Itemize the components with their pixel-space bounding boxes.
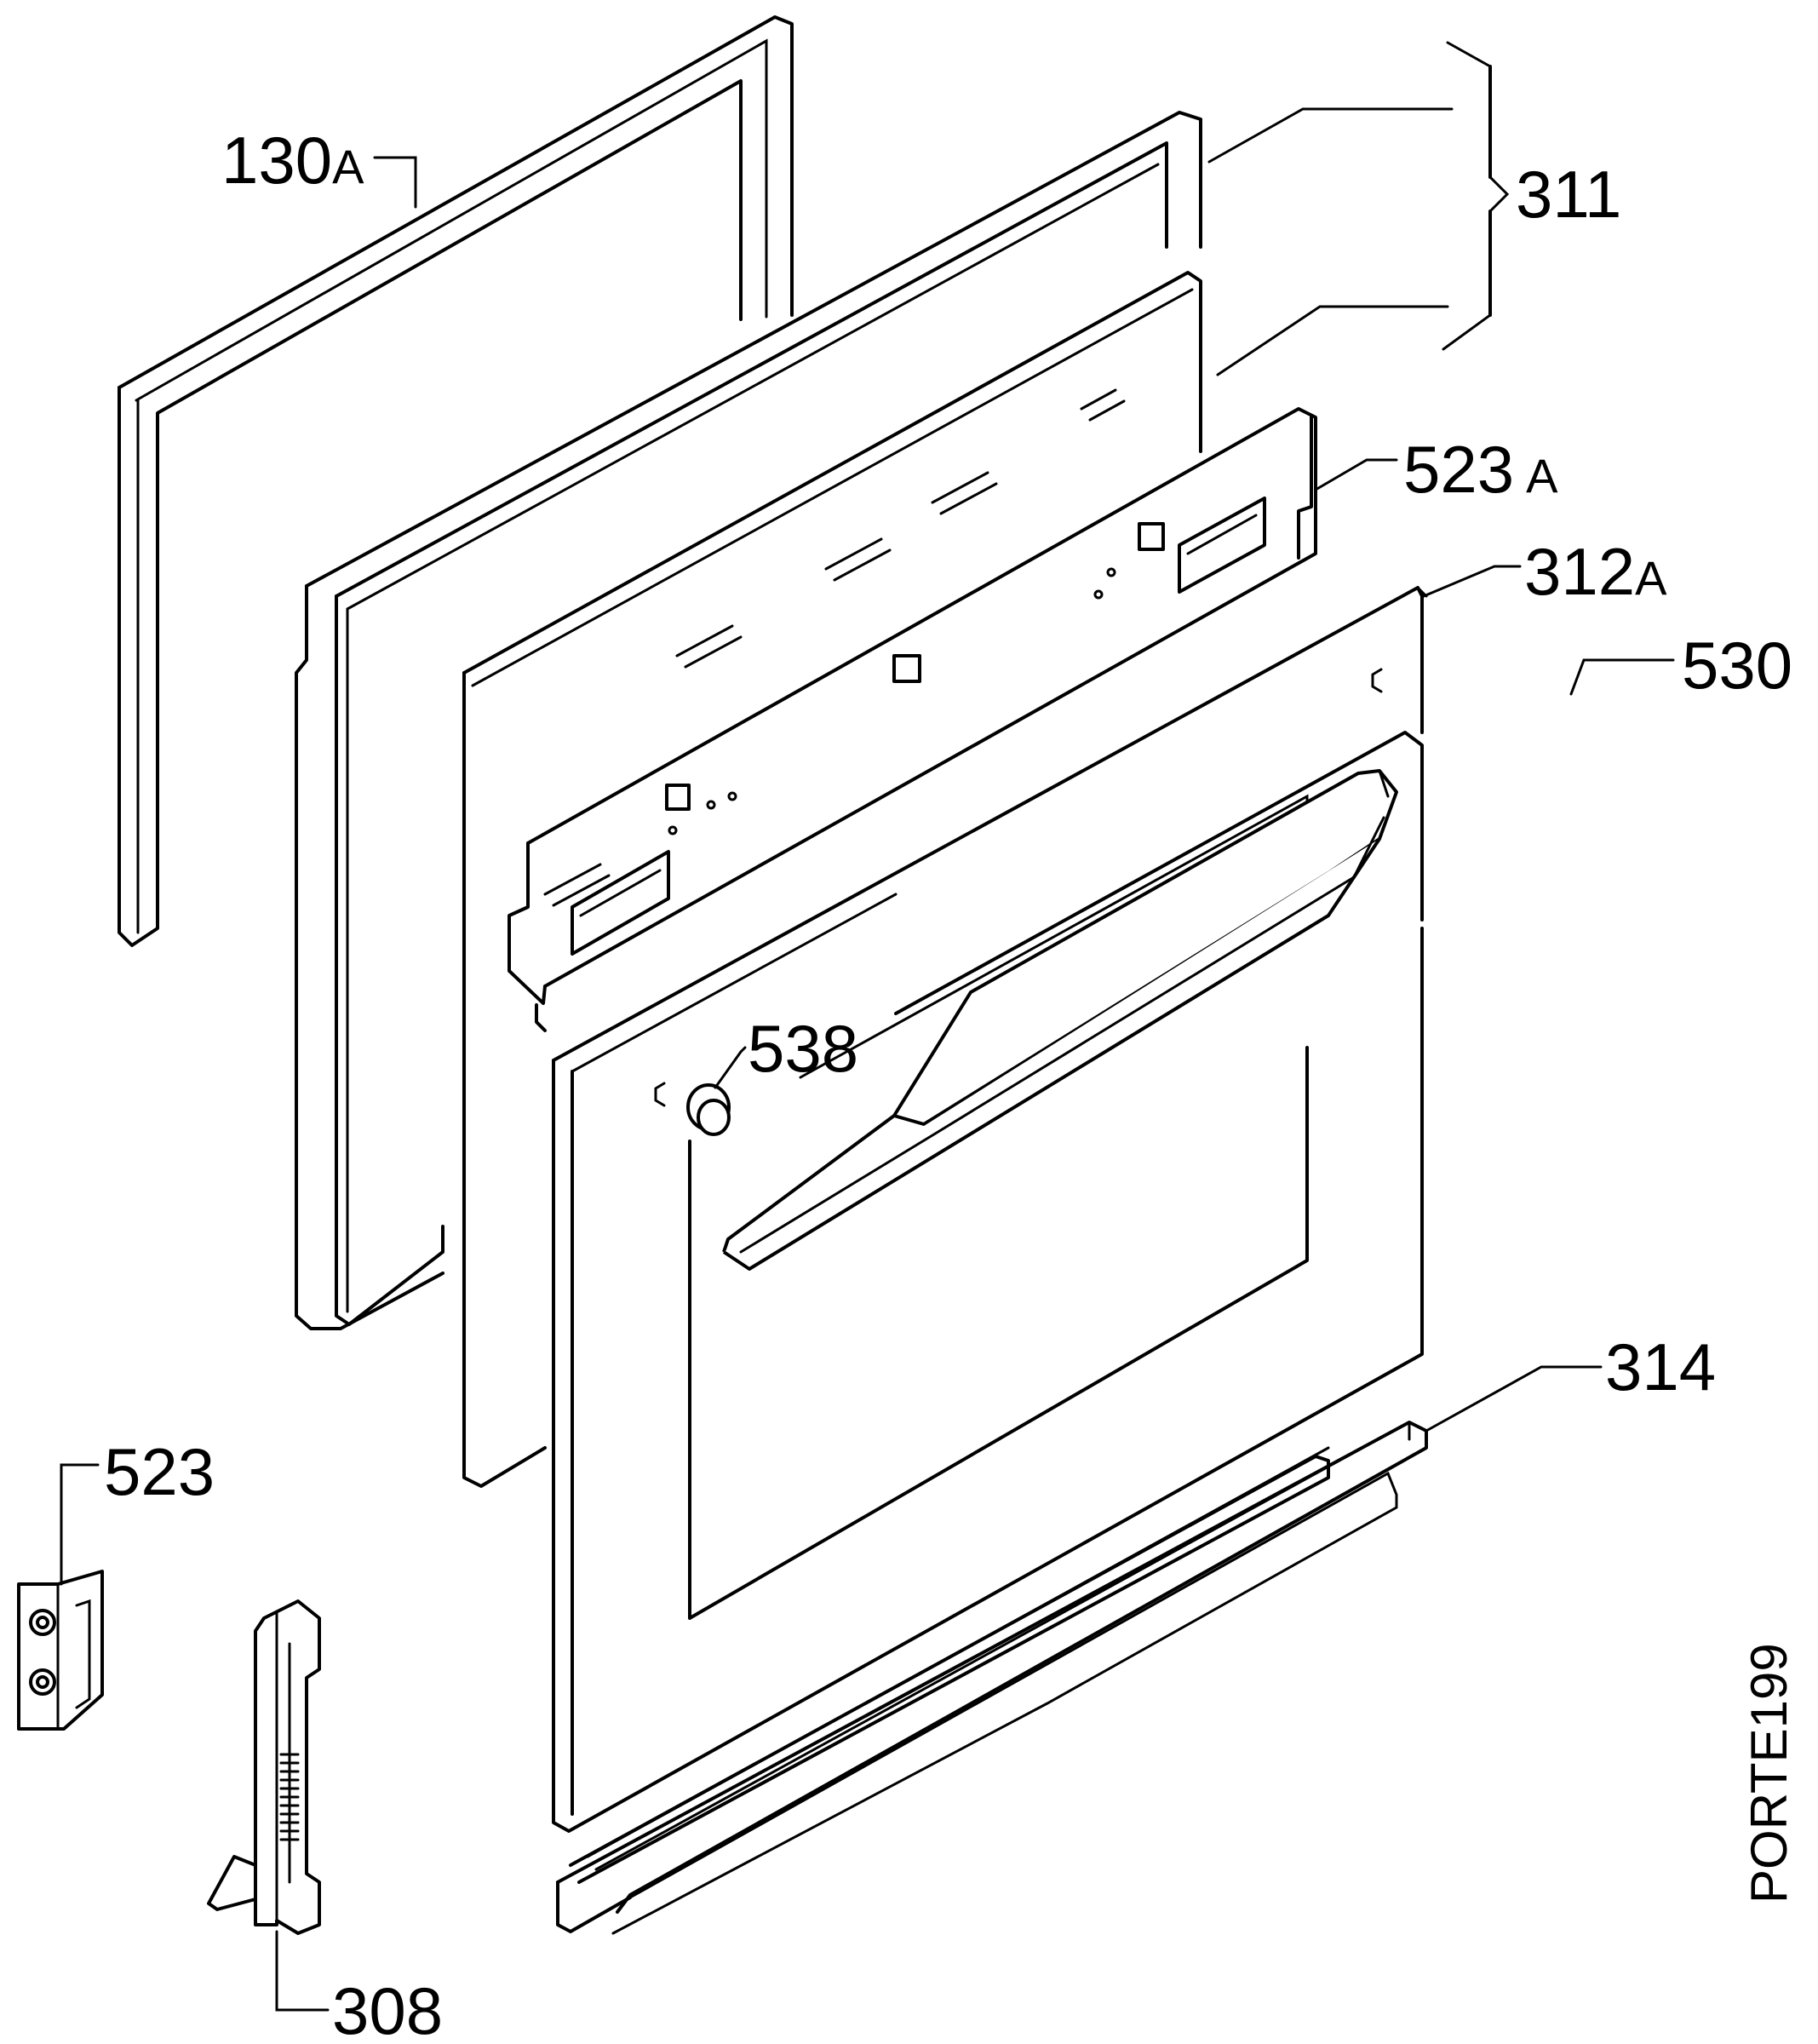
label-308: 308 [332, 1973, 443, 2044]
door-seal-130a [118, 15, 794, 947]
glass-panel-311 [462, 271, 1202, 1488]
label-130a: 130A [221, 123, 364, 198]
bracket-523a [508, 407, 1317, 1032]
label-311: 311 [1516, 157, 1621, 232]
pin-538 [686, 1083, 731, 1136]
inner-frame-311 [295, 111, 1202, 1330]
leader-lines [60, 41, 1675, 2012]
lower-rail-314 [556, 1421, 1428, 1935]
label-538: 538 [748, 1011, 858, 1086]
label-312a: 312A [1524, 534, 1667, 609]
hinge-bracket-523 [17, 1570, 104, 1731]
outer-door-312a [552, 586, 1428, 1833]
drawing-code: PORTE199 [1741, 1643, 1798, 1903]
label-530: 530 [1682, 628, 1792, 703]
hinge-308 [207, 1599, 321, 1935]
door-handle-530 [722, 769, 1398, 1271]
label-314: 314 [1605, 1329, 1716, 1404]
label-523: 523 [104, 1434, 215, 1509]
